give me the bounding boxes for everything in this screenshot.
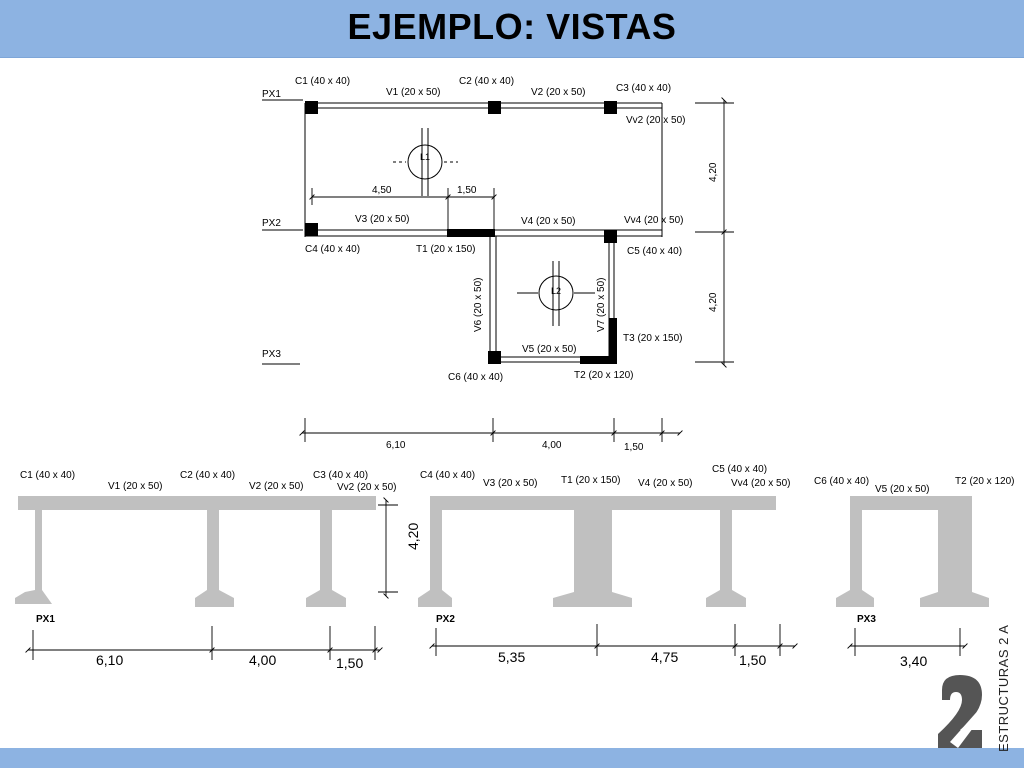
px1-tag-v1: V1 (20 x 50) xyxy=(108,481,162,492)
logo-text: ESTRUCTURAS 2 A xyxy=(996,624,1011,752)
px2-label: PX2 xyxy=(436,614,455,625)
grid-label-px2: PX2 xyxy=(262,218,281,229)
tag-t2: T2 (20 x 120) xyxy=(574,370,633,381)
plan-columns xyxy=(305,101,617,364)
dim-inner-right: 1,50 xyxy=(457,185,477,196)
px2-tag-v4: V4 (20 x 50) xyxy=(638,478,692,489)
px1-dim-3: 1,50 xyxy=(336,655,363,671)
column-c3 xyxy=(604,101,617,114)
tag-l2: L2 xyxy=(551,286,561,296)
px2-tag-c5: C5 (40 x 40) xyxy=(712,464,767,475)
tag-v1: V1 (20 x 50) xyxy=(386,87,440,98)
px2-beam xyxy=(430,496,776,510)
px1-dim-2: 4,00 xyxy=(249,652,276,668)
elevation-shapes xyxy=(15,496,989,607)
footer-bar xyxy=(0,748,1024,768)
px1-column-c3 xyxy=(306,510,346,607)
dim-bottom-1: 6,10 xyxy=(386,440,406,451)
tag-c1: C1 (40 x 40) xyxy=(295,76,350,87)
tag-t3: T3 (20 x 150) xyxy=(623,333,682,344)
tag-vv4: Vv4 (20 x 50) xyxy=(624,215,683,226)
px1-column-c2 xyxy=(195,510,234,607)
tag-v3: V3 (20 x 50) xyxy=(355,214,409,225)
px2-tag-c4: C4 (40 x 40) xyxy=(420,470,475,481)
px3-column-c6 xyxy=(836,510,874,607)
dim-right-upper: 4,20 xyxy=(708,162,719,182)
tag-l1: L1 xyxy=(420,152,430,162)
tag-v2: V2 (20 x 50) xyxy=(531,87,585,98)
wall-t1 xyxy=(447,229,495,237)
px1-dim-1: 6,10 xyxy=(96,652,123,668)
px1-beam xyxy=(18,496,376,510)
slide-title: EJEMPLO: VISTAS xyxy=(347,6,677,47)
px3-beam xyxy=(850,496,972,510)
px1-tag-c3: C3 (40 x 40) xyxy=(313,470,368,481)
px2-tag-v3: V3 (20 x 50) xyxy=(483,478,537,489)
px2-column-c5 xyxy=(706,510,746,607)
plan-dimensions xyxy=(299,97,734,442)
px1-column-c1 xyxy=(15,510,52,604)
wall-t2 xyxy=(580,356,614,364)
px2-dim-2: 4,75 xyxy=(651,649,678,665)
tag-v5: V5 (20 x 50) xyxy=(522,344,576,355)
column-c6 xyxy=(488,351,501,364)
px3-tag-t2: T2 (20 x 120) xyxy=(955,476,1014,487)
px2-tag-vv4: Vv4 (20 x 50) xyxy=(731,478,790,489)
px1-tag-vv2: Vv2 (20 x 50) xyxy=(337,482,396,493)
px2-tag-t1: T1 (20 x 150) xyxy=(561,475,620,486)
px1-height: 4,20 xyxy=(405,523,421,550)
px1-label: PX1 xyxy=(36,614,55,625)
px2-dim-1: 5,35 xyxy=(498,649,525,665)
slab-l1-circle xyxy=(407,144,443,180)
px2-dim-3: 1,50 xyxy=(739,652,766,668)
elevation-labels: C1 (40 x 40) V1 (20 x 50) C2 (40 x 40) V… xyxy=(20,464,1014,671)
slab-l2-circle xyxy=(538,275,574,311)
tag-v7: V7 (20 x 50) xyxy=(596,278,607,332)
px3-wall-t2 xyxy=(920,510,989,607)
px2-column-c4 xyxy=(418,510,452,607)
px2-wall-t1 xyxy=(553,510,632,607)
tag-v4: V4 (20 x 50) xyxy=(521,216,575,227)
tag-c4: C4 (40 x 40) xyxy=(305,244,360,255)
tag-c5: C5 (40 x 40) xyxy=(627,246,682,257)
slab-symbols xyxy=(393,128,595,326)
dim-bottom-3: 1,50 xyxy=(624,442,644,453)
tag-c2: C2 (40 x 40) xyxy=(459,76,514,87)
px1-tag-c1: C1 (40 x 40) xyxy=(20,470,75,481)
px3-dim-1: 3,40 xyxy=(900,653,927,669)
tag-c6: C6 (40 x 40) xyxy=(448,372,503,383)
dim-right-lower: 4,20 xyxy=(708,292,719,312)
logo-mark xyxy=(938,675,982,748)
px3-tag-c6: C6 (40 x 40) xyxy=(814,476,869,487)
dim-bottom-2: 4,00 xyxy=(542,440,562,451)
tag-c3: C3 (40 x 40) xyxy=(616,83,671,94)
elevation-dimensions xyxy=(25,497,968,660)
grid-label-px3: PX3 xyxy=(262,349,281,360)
tag-v6: V6 (20 x 50) xyxy=(473,278,484,332)
title-bar xyxy=(0,0,1024,58)
plan-labels: PX1 PX2 PX3 C1 (40 x 40) C2 (40 x 40) C3… xyxy=(262,76,719,453)
px1-tag-c2: C2 (40 x 40) xyxy=(180,470,235,481)
column-c4 xyxy=(305,223,318,236)
px3-tag-v5: V5 (20 x 50) xyxy=(875,484,929,495)
px3-label: PX3 xyxy=(857,614,876,625)
grid-label-px1: PX1 xyxy=(262,89,281,100)
wall-t3 xyxy=(609,318,617,364)
px1-tag-v2: V2 (20 x 50) xyxy=(249,481,303,492)
column-c2 xyxy=(488,101,501,114)
dim-inner-left: 4,50 xyxy=(372,185,392,196)
column-c1 xyxy=(305,101,318,114)
tag-vv2: Vv2 (20 x 50) xyxy=(626,115,685,126)
tag-t1: T1 (20 x 150) xyxy=(416,244,475,255)
column-c5 xyxy=(604,230,617,243)
